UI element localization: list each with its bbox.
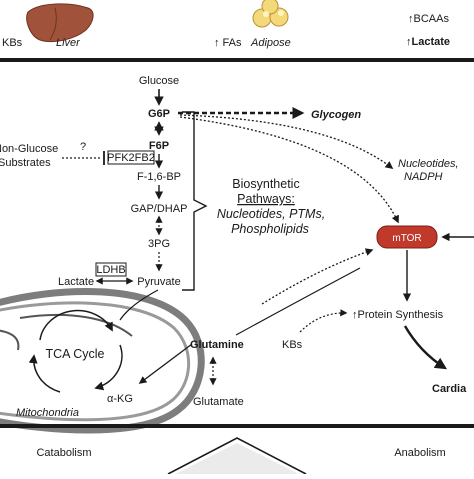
arrow-g6p-nucleotides: [179, 114, 394, 169]
mitochondria: Mitochondria: [0, 288, 205, 434]
arrow-pyruvate-mtor: [261, 248, 374, 305]
lactate-label: Lactate: [58, 276, 94, 288]
non-glucose-line2: Substrates: [0, 157, 51, 169]
akg-label: α-KG: [107, 393, 133, 405]
mtor-label: mTOR: [392, 233, 421, 244]
pyruvate-to-tca: [119, 289, 159, 321]
glutamine-label: Glutamine: [190, 339, 244, 351]
anabolism-label: Anabolism: [394, 447, 445, 459]
glucose-label: Glucose: [139, 75, 179, 87]
banner-bcaas-label: ↑BCAAs: [408, 13, 449, 25]
f16bp-label: F-1,6-BP: [137, 171, 181, 183]
mitochondria-label: Mitochondria: [16, 407, 79, 419]
cardiac-label: Cardia: [432, 383, 467, 395]
pfk2fb2-box: [107, 150, 155, 165]
non-glucose-substrates: Non-Glucose Substrates ?: [0, 141, 105, 169]
glycolysis-column: Glucose G6P F6P PFK2FB2 F-1,6-BP GAP/DHA…: [58, 75, 187, 288]
ldhb-label: LDHB: [96, 264, 125, 276]
pfk2fb2-label: PFK2FB2: [107, 152, 155, 164]
arrow-g6p-mtor: [179, 116, 399, 224]
biosynthetic-line2: Pathways:: [237, 192, 295, 206]
adipose-label: Adipose: [250, 37, 291, 49]
catabolism-label: Catabolism: [36, 447, 91, 459]
tca-arc-right: [94, 344, 123, 391]
balance-triangle: [167, 437, 307, 475]
banner-kbs-label: KBs: [2, 37, 23, 49]
tca-cycle-label: TCA Cycle: [45, 347, 104, 361]
glutamate-label: Glutamate: [193, 396, 244, 408]
mtor-node: [376, 225, 438, 249]
biosynthetic-line1: Biosynthetic: [232, 177, 299, 191]
adipose-icon: [252, 0, 289, 28]
kbs-mito-label: KBs: [282, 339, 303, 351]
non-glucose-line1: Non-Glucose: [0, 143, 58, 155]
glutamine-to-mtor: [235, 267, 361, 336]
glycogen-label: Glycogen: [311, 109, 361, 121]
3pg-label: 3PG: [148, 238, 170, 250]
gap-dhap-label: GAP/DHAP: [131, 203, 188, 215]
liver-icon: [26, 3, 94, 43]
arrow-kbs-protein: [299, 309, 348, 333]
bottom-divider: [0, 424, 474, 428]
biosynthetic-line4: Phospholipids: [231, 222, 309, 236]
liver-label: Liver: [56, 37, 81, 49]
top-banner: KBs Liver ↑ FAs Adipose ↑BCAAs ↑Lactate: [2, 0, 450, 49]
mito-outer-membrane: [0, 288, 205, 434]
banner-fas-label: ↑ FAs: [214, 37, 242, 49]
biosynthetic-bracket: [182, 111, 208, 291]
mito-crista-1: [19, 313, 133, 337]
f6p-label: F6P: [149, 140, 169, 152]
g6p-label: G6P: [148, 108, 170, 120]
nucleotides-label: Nucleotides,: [398, 158, 459, 170]
arrow-glutamine-akg: [138, 343, 193, 384]
nadph-label: NADPH: [404, 171, 443, 183]
arrow-protein-cardiac: [403, 325, 448, 370]
pyruvate-label: Pyruvate: [137, 276, 180, 288]
question-mark: ?: [80, 141, 86, 153]
biosynthetic-line3: Nucleotides, PTMs,: [217, 207, 325, 221]
biosynthetic-pathways: Biosynthetic Pathways: Nucleotides, PTMs…: [217, 177, 325, 236]
tca-arc-left: [28, 354, 61, 393]
top-divider: [0, 58, 474, 62]
mito-inner-membrane: [0, 301, 190, 422]
balance-triangle-fill: [175, 443, 299, 474]
tca-arc-top: [39, 309, 113, 341]
protein-synthesis-label: ↑Protein Synthesis: [352, 309, 444, 321]
banner-lactate-label: ↑Lactate: [406, 36, 450, 48]
ldhb-box: [95, 262, 127, 277]
mito-crista-2: [0, 329, 20, 351]
